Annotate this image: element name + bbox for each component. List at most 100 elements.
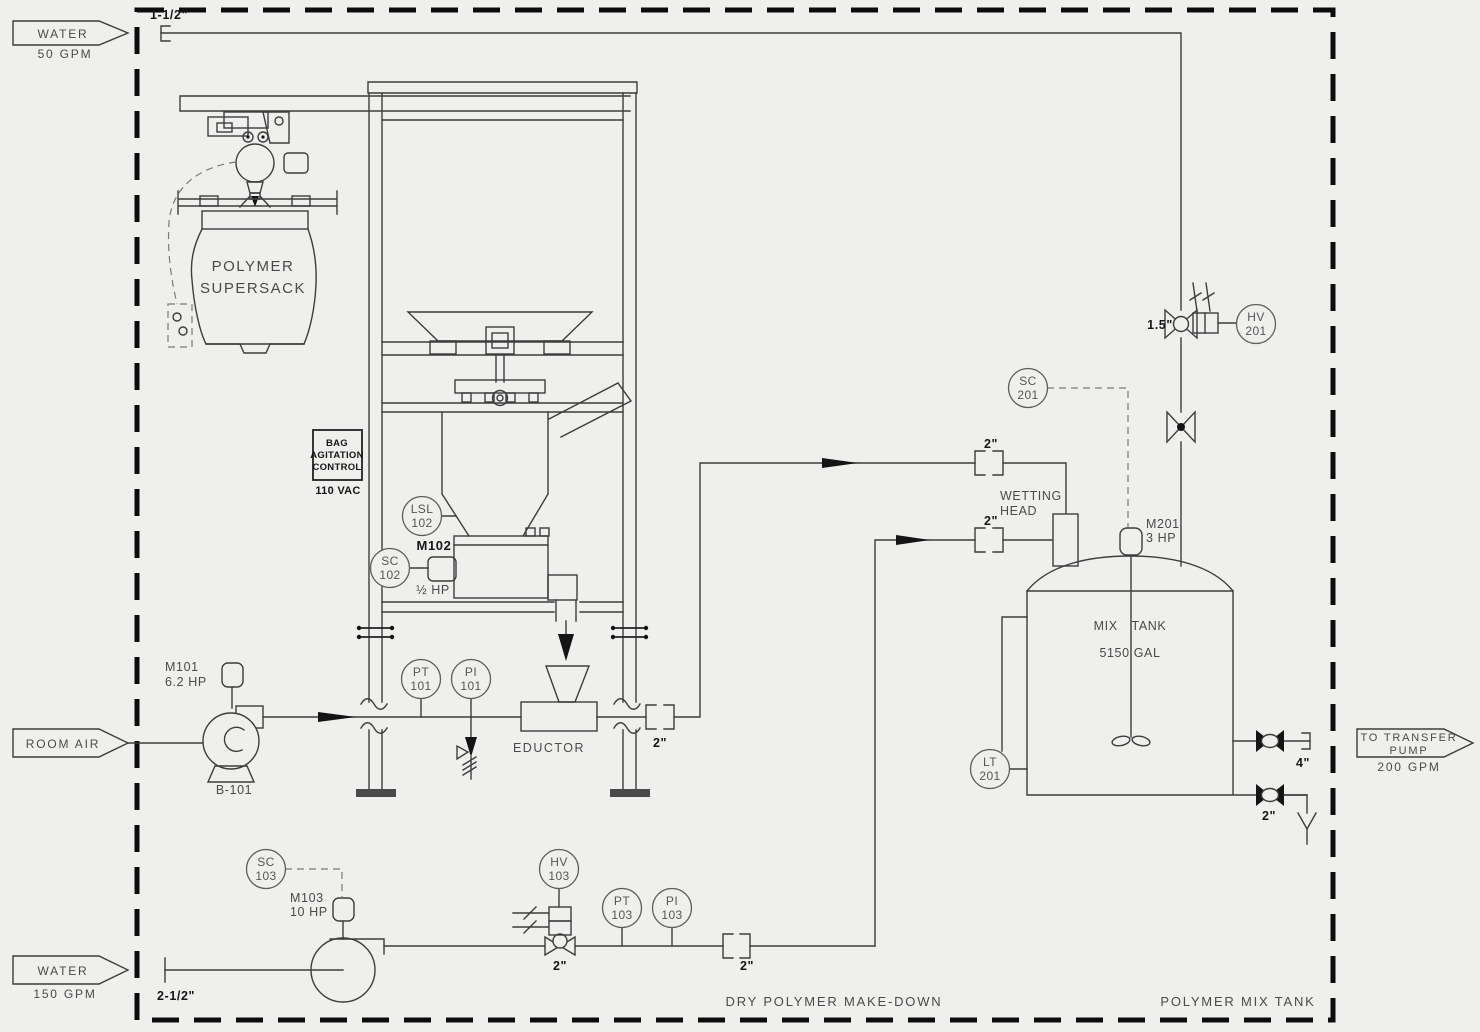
hv103-tag: HV [550,855,567,869]
column-flange-left [356,625,395,640]
pendant-control [167,303,193,348]
column-flange-right [610,625,649,640]
tank-motor-power: 3 HP [1146,531,1176,545]
polymer-supersack: POLYMER SUPERSACK [167,161,338,354]
air-line: PT 101 PI 101 [262,658,522,780]
sc103-number: 103 [255,869,276,883]
flow-arrow-icon [822,458,858,468]
battery-limit-border [134,7,1336,1023]
mix-tank: M201 3 HP MIX TANK 5150 GAL LT 201 4" 2" [969,517,1317,845]
room-air-label: ROOM AIR [26,737,100,751]
supersack-label-2: SUPERSACK [200,280,306,297]
water-bottom-arrow [12,955,130,985]
wetting-head-label-1: WETTING [1000,489,1062,503]
tank-volume: 5150 GAL [1099,646,1160,660]
valve-hv103: 2" HV 103 [512,848,580,973]
water-top-line: 1-1/2" [150,8,1182,567]
pi103-number: 103 [661,908,682,922]
ball-valve-icon [1260,733,1280,749]
water-top-size: 1-1/2" [150,8,188,22]
convey-line: 2" 2" 2" WETTING HEAD [596,437,1079,947]
feeder-tag: M102 [417,538,452,553]
base-plate-left [356,789,396,797]
water-pump-line: 2-1/2" SC 103 M103 10 HP 2" HV 103 PT 10… [157,848,876,1003]
ball-valve-icon [1260,787,1280,803]
hv103-size: 2" [553,959,567,973]
hv201-tag: HV [1247,310,1264,324]
bag-control-1: BAG [326,438,348,449]
tank-outlet: 4" [1232,730,1311,770]
eductor-body [520,701,598,732]
pi101-tag: PI [465,665,477,679]
wetting-bottom-size: 2" [984,514,998,528]
bag-agitation-control: BAG AGITATION CONTROL 110 VAC [310,429,364,497]
trolley [223,111,269,129]
water-top-rate: 50 GPM [38,47,93,61]
bag-massager [454,379,546,394]
water-bottom-size: 2-1/2" [157,989,195,1003]
hoist-body [235,143,275,183]
pi103-tag: PI [666,894,678,908]
wetting-head-label-2: HEAD [1000,504,1037,518]
blower-motor-tag: M101 [165,660,199,674]
supersack-label-1: POLYMER [212,258,295,275]
eductor-out-size: 2" [653,736,667,750]
pi101-number: 101 [460,679,481,693]
transfer-label-1: TO TRANSFER [1360,732,1457,744]
wetting-top-size: 2" [984,437,998,451]
stream-water-top: WATER 50 GPM [12,20,130,61]
valve-icon [1166,410,1196,444]
base-plate-right [610,789,650,797]
water-top-arrow [12,20,130,46]
blower-base [206,765,256,783]
blower-b101: M101 6.2 HP B-101 [127,660,264,797]
pt103-tag: PT [614,894,630,908]
blower-tag: B-101 [216,783,252,797]
surge-hopper: M102 ½ HP [416,411,578,661]
tank-drain: 2" [1256,784,1317,845]
pump-motor [332,897,355,922]
blower-motor-power: 6.2 HP [165,675,207,689]
hv201-number: 201 [1245,324,1266,338]
area-label-right: POLYMER MIX TANK [1160,994,1315,1009]
sc102-tag: SC [381,554,398,568]
bag-control-2: AGITATION [310,450,364,461]
blower-motor [221,662,244,688]
lsl102-tag: LSL [411,502,434,516]
area-label-left: DRY POLYMER MAKE-DOWN [726,994,943,1009]
hv103-number: 103 [548,869,569,883]
blower-volute [202,712,260,770]
valve-actuator [548,906,572,922]
tank-name: MIX TANK [1094,619,1167,633]
bag-dump-station [406,311,632,438]
ball-valve-icon [544,935,576,957]
electric-signal-icon [512,906,549,934]
wetting-head [1052,513,1079,567]
hoist-motor [283,152,309,174]
stream-water-bottom: WATER 150 GPM [12,955,130,1001]
sc103-tag: SC [257,855,274,869]
water-top-label: WATER [38,27,89,41]
water-bottom-label: WATER [38,964,89,978]
support-frame [179,81,650,797]
water-bottom-rate: 150 GPM [33,987,96,1001]
feeder-power: ½ HP [416,583,450,597]
pt103-number: 103 [611,908,632,922]
valve-manual-top [1166,410,1196,444]
bag-control-3: CONTROL [312,462,361,473]
control-box [312,429,363,481]
eductor: EDUCTOR [513,665,598,755]
feeder-discharge [547,574,578,601]
sack-neck [201,210,309,230]
flow-arrow-icon [896,535,930,545]
drain-arrow-icon [1283,794,1317,845]
trolley-motor [207,116,249,137]
instrument-sc102: SC 102 [369,547,429,589]
sc102-number: 102 [379,568,400,582]
screw-feeder [453,535,549,599]
hv201-size: 1.5" [1147,318,1173,332]
fill-chute [548,382,632,438]
instrument-lsl102: LSL 102 [401,495,457,537]
sc201-number: 201 [1017,388,1038,402]
